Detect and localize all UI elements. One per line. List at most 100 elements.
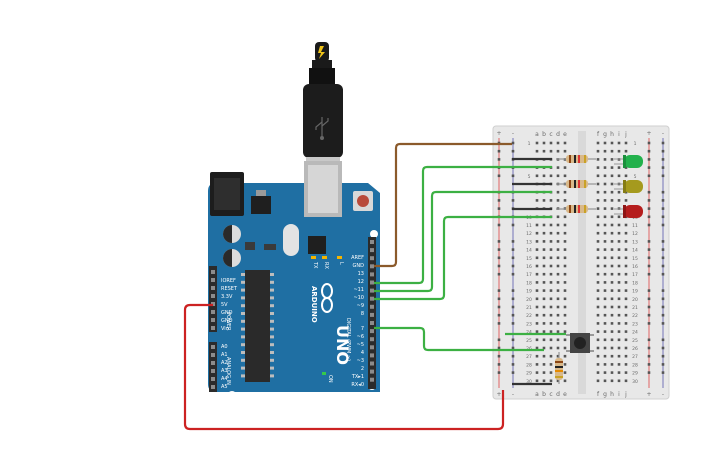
breadboard-hole — [542, 305, 546, 309]
chip-leg — [270, 366, 274, 370]
breadboard-hole — [542, 256, 546, 260]
rail-hole — [661, 248, 665, 251]
breadboard-hole — [556, 174, 560, 178]
breadboard-hole — [563, 297, 567, 301]
breadboard-hole — [535, 379, 539, 383]
rail-hole — [497, 207, 501, 210]
breadboard-hole — [624, 281, 628, 284]
header-pin — [370, 377, 374, 382]
breadboard-hole — [610, 199, 614, 202]
breadboard-hole — [549, 305, 553, 309]
breadboard-hole — [610, 248, 614, 251]
rail-hole — [661, 256, 665, 260]
chip-leg — [270, 358, 274, 362]
breadboard-hole — [596, 363, 600, 366]
row-number: 18 — [632, 280, 638, 286]
breadboard-hole — [610, 182, 614, 186]
rail-hole — [497, 174, 501, 178]
breadboard-hole — [603, 141, 607, 145]
breadboard-hole — [610, 281, 614, 284]
rail-hole — [647, 371, 651, 374]
rail-minus-label: - — [662, 130, 664, 137]
breadboard-hole — [535, 141, 539, 145]
breadboard-hole — [610, 305, 614, 309]
breadboard-hole — [542, 240, 546, 243]
breadboard-hole — [596, 379, 600, 383]
chip-leg — [270, 304, 274, 308]
breadboard-hole — [549, 371, 553, 374]
chip-leg — [241, 288, 245, 292]
breadboard-hole — [610, 272, 614, 276]
rail-plus-label: + — [646, 130, 651, 137]
rail-hole — [497, 223, 501, 227]
breadboard-hole — [624, 363, 628, 366]
breadboard-hole — [596, 371, 600, 374]
rail-hole — [661, 174, 665, 178]
breadboard-hole — [542, 199, 546, 202]
chip-leg — [241, 319, 245, 323]
breadboard-hole — [603, 149, 607, 153]
rail-hole — [647, 363, 651, 366]
breadboard-hole — [596, 305, 600, 309]
chip-leg — [270, 280, 274, 284]
rail-hole — [647, 248, 651, 251]
rail-plus-label: + — [496, 391, 501, 398]
breadboard-hole — [535, 281, 539, 284]
breadboard-hole — [624, 231, 628, 235]
pin-label: GND — [353, 263, 365, 269]
pin-label: A5 — [221, 384, 228, 390]
header-pin — [211, 369, 215, 373]
rail-hole — [511, 174, 515, 178]
breadboard-hole — [624, 264, 628, 268]
breadboard-hole — [549, 256, 553, 260]
breadboard-hole — [610, 190, 614, 194]
breadboard-hole — [596, 322, 600, 325]
chip-leg — [270, 319, 274, 323]
breadboard-hole — [535, 223, 539, 227]
row-number: 28 — [526, 362, 532, 368]
breadboard-hole — [549, 281, 553, 284]
rail-hole — [647, 322, 651, 325]
header-pin — [370, 280, 374, 285]
rail-hole — [661, 313, 665, 317]
chip-leg — [241, 280, 245, 284]
breadboard-hole — [563, 256, 567, 260]
rail-hole — [661, 166, 665, 169]
row-number: 25 — [632, 338, 638, 344]
breadboard-hole — [624, 297, 628, 301]
breadboard-hole — [549, 248, 553, 251]
rail-hole — [511, 313, 515, 317]
row-number: 14 — [632, 248, 638, 254]
chip-leg — [270, 351, 274, 354]
model-label: UNO — [333, 325, 352, 365]
breadboard-hole — [610, 231, 614, 235]
pin-label: 8 — [361, 311, 364, 317]
breadboard-hole — [563, 272, 567, 276]
rail-hole — [511, 240, 515, 243]
rail-hole — [647, 174, 651, 178]
l-label: L — [338, 262, 344, 265]
breadboard-hole — [563, 231, 567, 235]
breadboard-hole — [535, 338, 539, 342]
rail-hole — [511, 248, 515, 251]
breadboard-hole — [596, 190, 600, 194]
breadboard-hole — [617, 231, 621, 235]
pin-label: ~5 — [357, 342, 364, 348]
breadboard-hole — [542, 313, 546, 317]
breadboard-hole — [603, 199, 607, 202]
signal-wire-11 — [374, 190, 552, 293]
atmega-chip — [245, 270, 270, 382]
breadboard-hole — [603, 240, 607, 243]
row-number: 11 — [632, 223, 638, 229]
header-pin — [370, 256, 374, 261]
row-number: 5 — [528, 174, 531, 180]
gnd-wire — [374, 142, 512, 268]
row-number: 5 — [634, 174, 637, 180]
breadboard-hole — [596, 297, 600, 301]
breadboard-hole — [596, 174, 600, 178]
rail-hole — [511, 141, 515, 145]
breadboard-hole — [556, 330, 560, 333]
header-pin — [370, 361, 374, 366]
pin-label: AREF — [351, 255, 364, 261]
breadboard-hole — [535, 322, 539, 325]
